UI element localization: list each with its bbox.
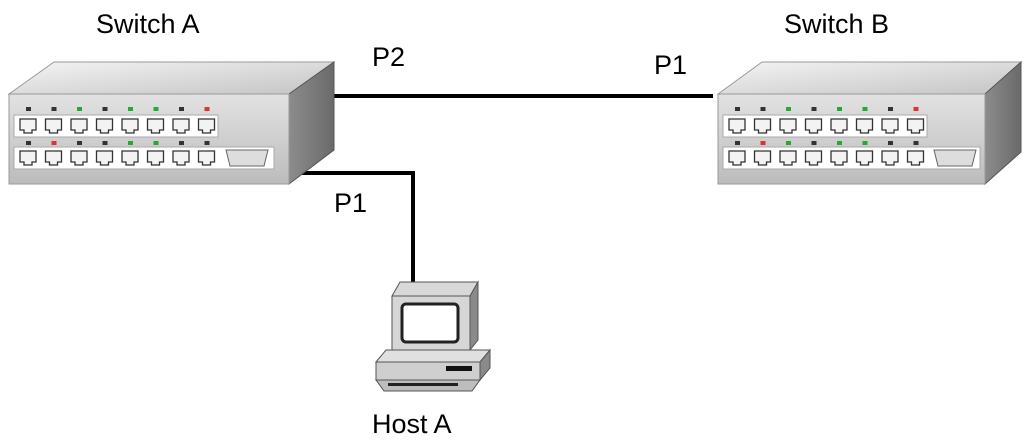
switch-b-bottom-led-6 — [862, 141, 868, 145]
switch-b-bottom-led-2 — [760, 141, 766, 145]
switch-a-bottom-led-4 — [102, 141, 108, 145]
switch-b-top-port-3 — [779, 118, 797, 134]
switch-b-bottom-port-8 — [906, 150, 925, 166]
switch-a-bottom-led-2 — [51, 141, 57, 145]
switch-b-top-port-5 — [830, 118, 848, 134]
switch-b-bottom-port-5 — [830, 150, 848, 166]
switch-b-top-led-4 — [811, 107, 817, 111]
switch-a-label: Switch A — [96, 9, 200, 39]
switch-b-top-led-7 — [888, 107, 893, 111]
switch-a-top-port-7 — [172, 118, 190, 134]
switch-a-top-led-8 — [204, 107, 210, 111]
host-a-computer-icon — [374, 280, 492, 392]
switch-a-top-led-1 — [26, 107, 31, 111]
switch-a-top-face — [7, 61, 336, 95]
switch-b-top-port-2 — [753, 118, 772, 134]
switch-a-front-face — [8, 93, 290, 185]
switch-b-bottom-port-6 — [855, 150, 874, 166]
switch-b-bottom-led-5 — [837, 141, 842, 145]
switch-b-port-strip-top — [722, 114, 928, 138]
switch-b-leds-top — [735, 107, 919, 111]
switch-a-top-led-4 — [102, 107, 108, 111]
switch-b-top-port-1 — [728, 118, 746, 134]
switch-a-top-led-7 — [179, 107, 184, 111]
switch-a-top-led-2 — [51, 107, 57, 111]
switch-b-device — [716, 60, 1023, 186]
switch-b-top-face — [716, 61, 1023, 95]
switch-b-serial-port — [933, 149, 977, 167]
switch-a-top-led-6 — [153, 107, 159, 111]
switch-a-bottom-led-6 — [153, 141, 159, 145]
switch-a-top-port-5 — [121, 118, 139, 134]
switch-b-front-face — [717, 93, 986, 185]
switch-a-top-led-5 — [128, 107, 133, 111]
switch-a-top-port-4 — [95, 118, 114, 134]
host-a-base-top — [374, 349, 492, 363]
switch-a-bottom-port-5 — [121, 150, 139, 166]
switch-b-bottom-led-8 — [913, 141, 919, 145]
switch-a-device — [7, 61, 336, 186]
port-label-switch-a-p1: P1 — [334, 188, 367, 218]
switch-b-bottom-port-4 — [804, 150, 823, 166]
switch-b-bottom-led-4 — [811, 141, 817, 145]
host-a-keyboard-keys — [388, 383, 458, 386]
switch-a-top-port-6 — [146, 118, 165, 134]
switch-a-bottom-led-1 — [26, 141, 31, 145]
switch-b-label: Switch B — [784, 9, 889, 39]
switch-a-top-port-2 — [44, 118, 63, 134]
switch-a-leds-top — [26, 107, 210, 111]
switch-b-top-led-3 — [786, 107, 791, 111]
switch-a-port-strip-top — [13, 114, 219, 138]
switch-b-bottom-led-1 — [735, 141, 740, 145]
switch-a-bottom-port-1 — [19, 150, 37, 166]
switch-a-bottom-port-6 — [146, 150, 165, 166]
switch-b-ports-top — [728, 118, 925, 134]
switch-b-top-led-6 — [862, 107, 868, 111]
switch-b-top-led-8 — [913, 107, 919, 111]
host-a-label: Host A — [372, 409, 452, 439]
switch-a-top-port-8 — [197, 118, 216, 134]
switch-b-leds-bottom — [735, 141, 919, 145]
switch-b-bottom-port-3 — [779, 150, 797, 166]
switch-b-bottom-port-7 — [881, 150, 899, 166]
switch-a-bottom-port-7 — [172, 150, 190, 166]
switch-b-top-port-4 — [804, 118, 823, 134]
switch-a-bottom-led-5 — [128, 141, 133, 145]
switch-a-bottom-port-2 — [44, 150, 63, 166]
switch-a-bottom-led-3 — [77, 141, 82, 145]
switch-b-bottom-led-7 — [888, 141, 893, 145]
host-a-monitor-top — [391, 281, 479, 297]
switch-b-ports-bottom — [728, 150, 925, 166]
switch-a-serial-port — [225, 149, 269, 167]
switch-b-top-led-2 — [760, 107, 766, 111]
port-label-switch-b-p1: P1 — [654, 50, 687, 80]
switch-b-bottom-port-2 — [753, 150, 772, 166]
switch-b-bottom-led-3 — [786, 141, 791, 145]
link-switch-a-to-host-a — [302, 171, 415, 282]
switch-b-top-port-8 — [906, 118, 925, 134]
host-a-drive-slot — [446, 366, 472, 371]
switch-a-bottom-led-8 — [204, 141, 210, 145]
port-label-switch-a-p2: P2 — [372, 42, 405, 72]
switch-a-top-led-3 — [77, 107, 82, 111]
switch-a-bottom-port-4 — [95, 150, 114, 166]
switch-a-ports-bottom — [19, 150, 216, 166]
switch-b-bottom-port-1 — [728, 150, 746, 166]
switch-b-top-led-1 — [735, 107, 740, 111]
switch-b-top-led-5 — [837, 107, 842, 111]
host-a-monitor-screen — [400, 302, 460, 344]
switch-a-top-port-1 — [19, 118, 37, 134]
switch-b-top-port-7 — [881, 118, 899, 134]
switch-a-leds-bottom — [26, 141, 210, 145]
switch-a-top-port-3 — [70, 118, 88, 134]
switch-b-top-port-6 — [855, 118, 874, 134]
switch-a-bottom-led-7 — [179, 141, 184, 145]
switch-a-ports-top — [19, 118, 216, 134]
switch-a-bottom-port-3 — [70, 150, 88, 166]
switch-a-bottom-port-8 — [197, 150, 216, 166]
